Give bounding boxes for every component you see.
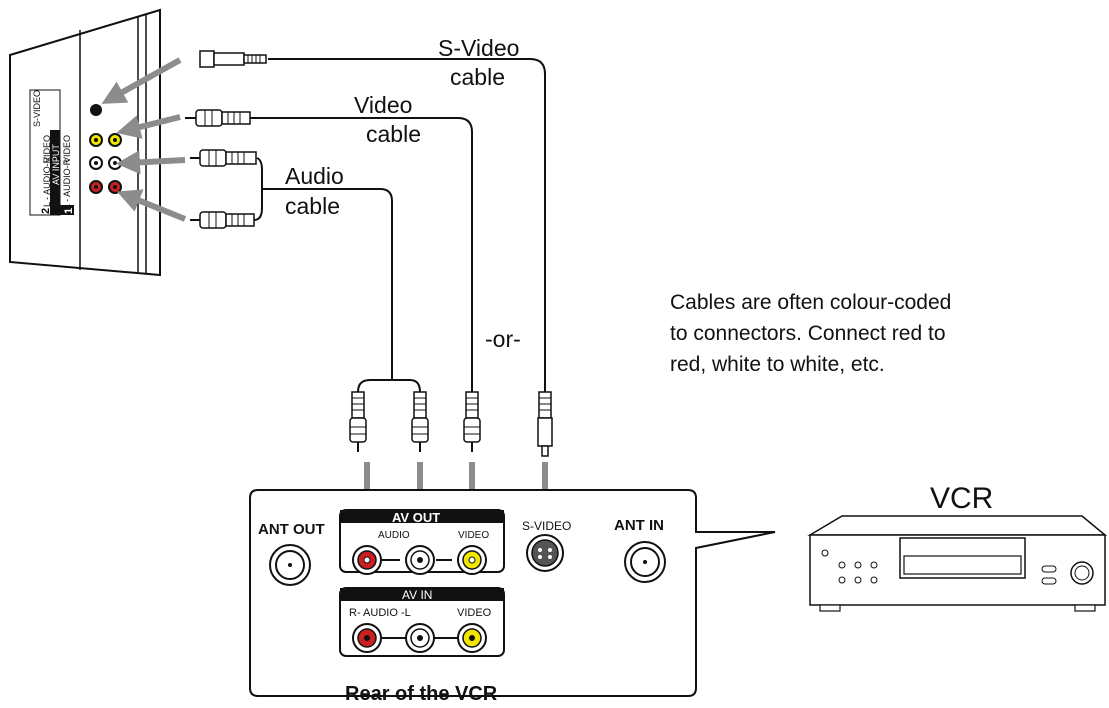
- audio-cable-label-2: cable: [285, 193, 340, 219]
- audio-plug-tv-right: [190, 211, 255, 229]
- svideo-cable-label-1: S-Video: [438, 35, 519, 61]
- audio-cable-label-1: Audio: [285, 163, 344, 189]
- vcr-label: VCR: [930, 482, 993, 515]
- ant-in-label: ANT IN: [614, 517, 664, 534]
- svideo-label: S-VIDEO: [522, 519, 571, 533]
- cable-lines: [250, 58, 546, 393]
- av-in-audio-label: R- AUDIO -L: [349, 607, 411, 619]
- svideo-plug-tv: [199, 50, 267, 68]
- tv-group-number-1: 1: [63, 208, 75, 214]
- note-line: to connectors. Connect red to: [670, 322, 946, 345]
- vcr-rear-panel: ANT OUT AV OUT AUDIO VIDEO S-VIDEO: [249, 489, 776, 697]
- svideo-jack: [526, 534, 564, 572]
- av-out-label: AV OUT: [392, 510, 440, 525]
- note-line: red, white to white, etc.: [670, 353, 885, 376]
- note-line: Cables are often colour-coded: [670, 291, 952, 314]
- tv-group-number-2: 2: [40, 208, 52, 214]
- video-cable-label-2: cable: [366, 121, 421, 147]
- rear-caption: Rear of the VCR: [345, 683, 498, 705]
- av-in-label: AV IN: [402, 588, 432, 602]
- ant-out-label: ANT OUT: [258, 521, 325, 538]
- av-out-video-label: VIDEO: [458, 530, 489, 541]
- tv-svideo-jack: [90, 104, 102, 116]
- av-in-video-jack: [457, 623, 487, 653]
- colour-coding-note: Cables are often colour-coded to connect…: [670, 287, 1050, 380]
- audio-plug-tv-left: [190, 149, 257, 167]
- video-plug-tv: [185, 109, 251, 127]
- av-out-video-jack: [457, 545, 487, 575]
- av-in-audio-l-jack: [405, 623, 435, 653]
- tv-label-svideo: S-VIDEO: [32, 90, 42, 127]
- ant-out-jack: [269, 544, 311, 586]
- vcr-device-illustration: [807, 515, 1108, 612]
- tv-label-video-2: VIDEO: [62, 135, 72, 163]
- av-in-audio-r-jack: [352, 623, 382, 653]
- tv-label-av-input: AV INPUT: [51, 144, 61, 185]
- av-out-audio-label: AUDIO: [378, 530, 410, 541]
- vcr-side-plugs: [349, 391, 553, 457]
- video-cable-label-1: Video: [354, 92, 412, 118]
- or-label: -or-: [485, 326, 521, 352]
- av-in-video-label: VIDEO: [457, 607, 492, 619]
- tv-side-panel: S-VIDEO VIDEO L - AUDIO-R AV INPUT VIDEO…: [9, 8, 161, 277]
- tv-insert-arrows: [101, 57, 187, 222]
- svideo-cable-label-2: cable: [450, 64, 505, 90]
- ant-in-jack: [624, 541, 666, 583]
- av-out-audio-l-jack: [405, 545, 435, 575]
- tv-label-audio: L - AUDIO-R: [42, 156, 52, 207]
- tv-label-audio-2: L - AUDIO-R: [62, 158, 72, 209]
- tv-label-video: VIDEO: [42, 135, 52, 163]
- av-out-audio-r-jack: [352, 545, 382, 575]
